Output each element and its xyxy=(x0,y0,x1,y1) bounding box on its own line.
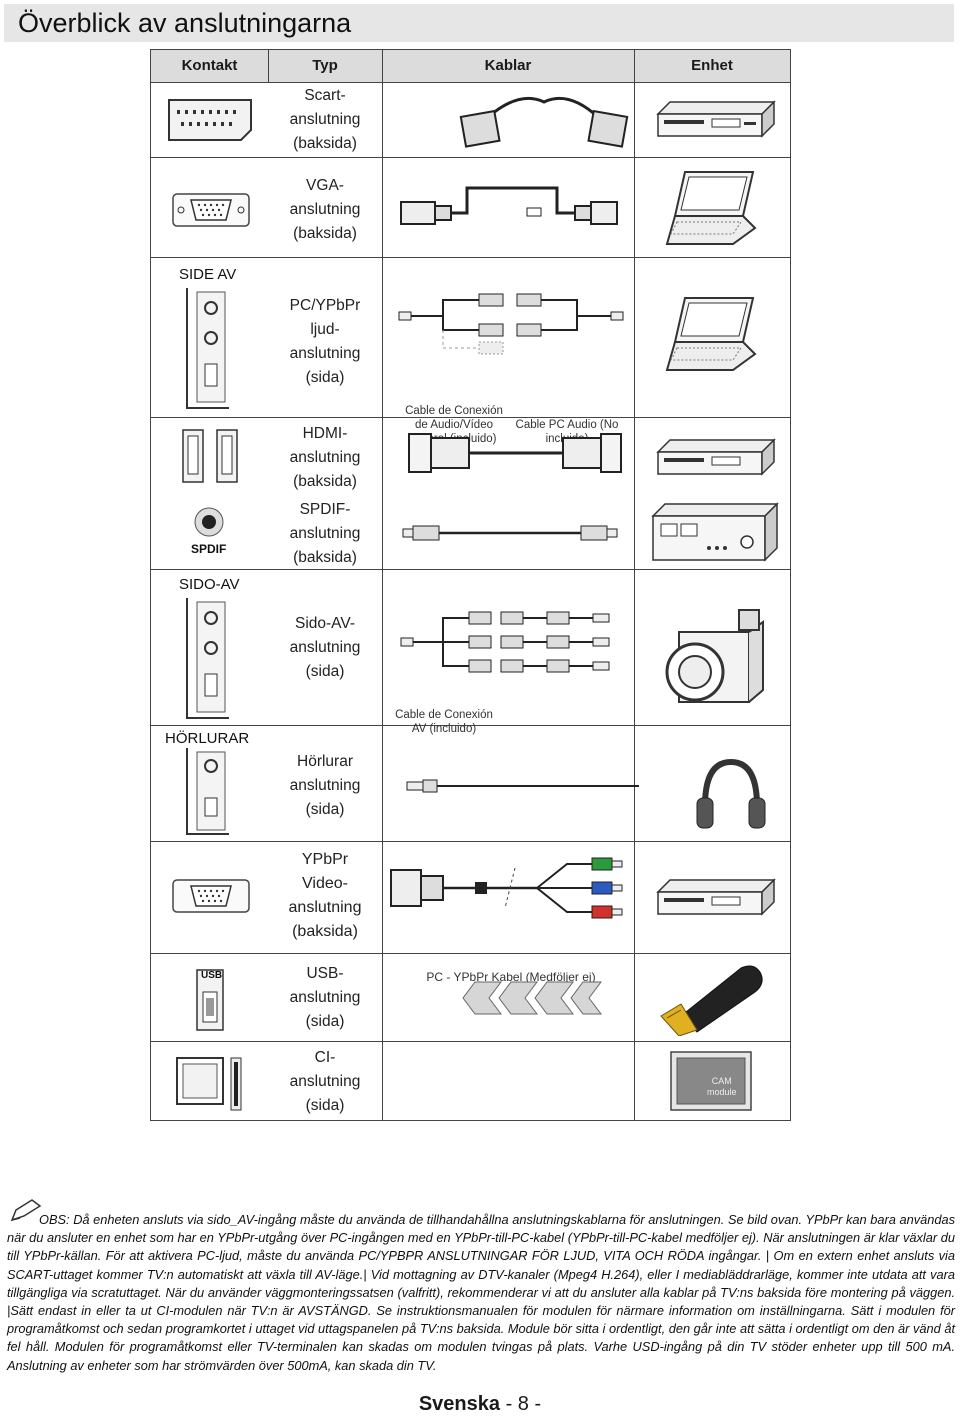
type-line: (sida) xyxy=(305,801,345,818)
row-horlurar: HÖRLURAR Hörlurar anslutning (sida) xyxy=(151,726,790,842)
cam-label-line: CAM xyxy=(711,1076,732,1086)
spdif-label: SPDIF xyxy=(191,542,227,556)
camcorder-icon xyxy=(665,609,764,703)
av-cable-icon xyxy=(400,611,610,673)
row-pc-audio: SIDE AV PC/YPbPr ljud- anslutning (sida) xyxy=(151,258,790,445)
row-scart: Scart- anslutning (baksida) xyxy=(151,82,790,158)
type-line: anslutning xyxy=(289,639,361,656)
side-av-label: SIDE AV xyxy=(179,266,237,283)
cable-caption-ypbpr: PC - YPbPr Kabel (Medföljer ej) xyxy=(426,970,596,984)
type-line: (sida) xyxy=(305,1097,345,1114)
row-hdmi: HDMI- anslutning (baksida) xyxy=(151,418,790,494)
note-text: OBS: Då enheten ansluts via sido_AV-ingå… xyxy=(7,1211,955,1375)
headphone-cable-icon xyxy=(406,779,639,793)
table-header: Kontakt Typ Kablar Enhet xyxy=(151,50,790,83)
laptop-icon xyxy=(665,171,757,245)
type-line: Sido-AV- xyxy=(294,615,356,632)
col-kablar: Kablar xyxy=(484,57,532,74)
col-kontakt: Kontakt xyxy=(181,57,238,74)
type-line: (baksida) xyxy=(293,225,357,242)
page-number: - 8 - xyxy=(505,1393,542,1415)
type-line: anslutning xyxy=(289,525,361,542)
title-bar: Överblick av anslutningarna xyxy=(4,4,954,42)
type-line: anslutning xyxy=(289,1073,361,1090)
side-panel-icon xyxy=(186,598,229,719)
type-line: (baksida) xyxy=(293,549,357,566)
headphones-icon xyxy=(696,758,766,829)
type-line: (baksida) xyxy=(293,135,357,152)
type-line: anslutning xyxy=(288,899,362,916)
ci-slot-icon xyxy=(176,1057,242,1111)
av-audio-cable-icon xyxy=(398,293,624,355)
cam-label-line: module xyxy=(707,1087,737,1097)
amplifier-icon xyxy=(651,502,779,562)
row-usb: USB- anslutning (sida) USB xyxy=(151,954,790,1042)
vga-cable-icon xyxy=(400,186,618,225)
col-enhet: Enhet xyxy=(691,57,733,74)
type-line: Video- xyxy=(302,875,348,892)
note-body: OBS: Då enheten ansluts via sido_AV-ingå… xyxy=(7,1212,955,1373)
cam-module-icon xyxy=(670,1051,752,1111)
type-line: VGA- xyxy=(306,177,344,194)
type-line: YPbPr xyxy=(301,851,349,868)
row-ypbpr: YPbPr Video- anslutning (baksida) PC - Y… xyxy=(151,842,790,984)
type-line: CI- xyxy=(314,1049,336,1066)
type-line: SPDIF- xyxy=(299,501,351,518)
hdmi-cable-icon xyxy=(408,433,622,473)
connections-table: Kontakt Typ Kablar Enhet Scart- anslutni… xyxy=(150,49,791,1121)
type-line: (baksida) xyxy=(293,473,357,490)
vga-connector-icon xyxy=(172,193,250,227)
col-typ: Typ xyxy=(312,57,338,74)
side-panel-icon xyxy=(186,748,229,835)
side-panel-icon xyxy=(186,288,229,409)
dvd-player-icon xyxy=(656,100,776,138)
row-ci: CI- anslutning (sida) CAM module xyxy=(151,1042,790,1120)
type-line: ljud- xyxy=(310,321,340,338)
type-line: (sida) xyxy=(305,369,345,386)
cable-caption-sido-av: Cable de Conexión AV (incluido) xyxy=(395,709,493,735)
usb-port-icon xyxy=(196,969,224,1031)
row-spdif: SPDIF SPDIF- anslutning (baksida) xyxy=(151,494,790,570)
usb-stick-icon xyxy=(660,965,763,1036)
note-pencil-icon xyxy=(10,1199,42,1222)
row-vga: VGA- anslutning (baksida) xyxy=(151,158,790,258)
usb-arrows-icon xyxy=(462,981,602,1015)
scart-connector-icon xyxy=(168,99,252,141)
type-line: Scart- xyxy=(304,87,346,104)
page-title: Överblick av anslutningarna xyxy=(18,8,352,38)
horlurar-label: HÖRLURAR xyxy=(165,730,250,747)
type-line: PC/YPbPr xyxy=(289,297,361,314)
sido-av-label: SIDO-AV xyxy=(179,576,240,593)
type-line: anslutning xyxy=(289,449,361,466)
type-line: USB- xyxy=(306,965,344,982)
type-line: (sida) xyxy=(305,1013,345,1030)
spdif-jack-icon xyxy=(194,507,224,537)
type-line: (sida) xyxy=(305,663,345,680)
laptop-icon xyxy=(665,297,757,371)
type-line: anslutning xyxy=(289,777,361,794)
cam-module-label: CAM module xyxy=(707,1076,737,1098)
hdmi-ports-icon xyxy=(182,429,238,483)
scart-cable-icon xyxy=(459,96,629,148)
dvd-player-icon xyxy=(656,438,776,476)
row-sido-av: SIDO-AV Sido-AV- anslutning (sida) Cable… xyxy=(151,570,790,735)
type-line: anslutning xyxy=(289,201,361,218)
type-line: (baksida) xyxy=(292,923,358,940)
type-line: Hörlurar xyxy=(297,753,353,770)
type-line: HDMI- xyxy=(302,425,348,442)
footer-language: Svenska xyxy=(418,1393,501,1415)
ypbpr-cable-icon xyxy=(390,857,623,919)
vga-connector-icon xyxy=(172,879,250,913)
type-line: anslutning xyxy=(289,989,361,1006)
type-line: anslutning xyxy=(289,345,361,362)
page-footer: Svenska - 8 - xyxy=(0,1393,960,1416)
type-line: anslutning xyxy=(289,111,361,128)
usb-label: USB xyxy=(201,970,223,981)
dvd-player-icon xyxy=(656,878,776,916)
spdif-cable-icon xyxy=(402,525,618,541)
